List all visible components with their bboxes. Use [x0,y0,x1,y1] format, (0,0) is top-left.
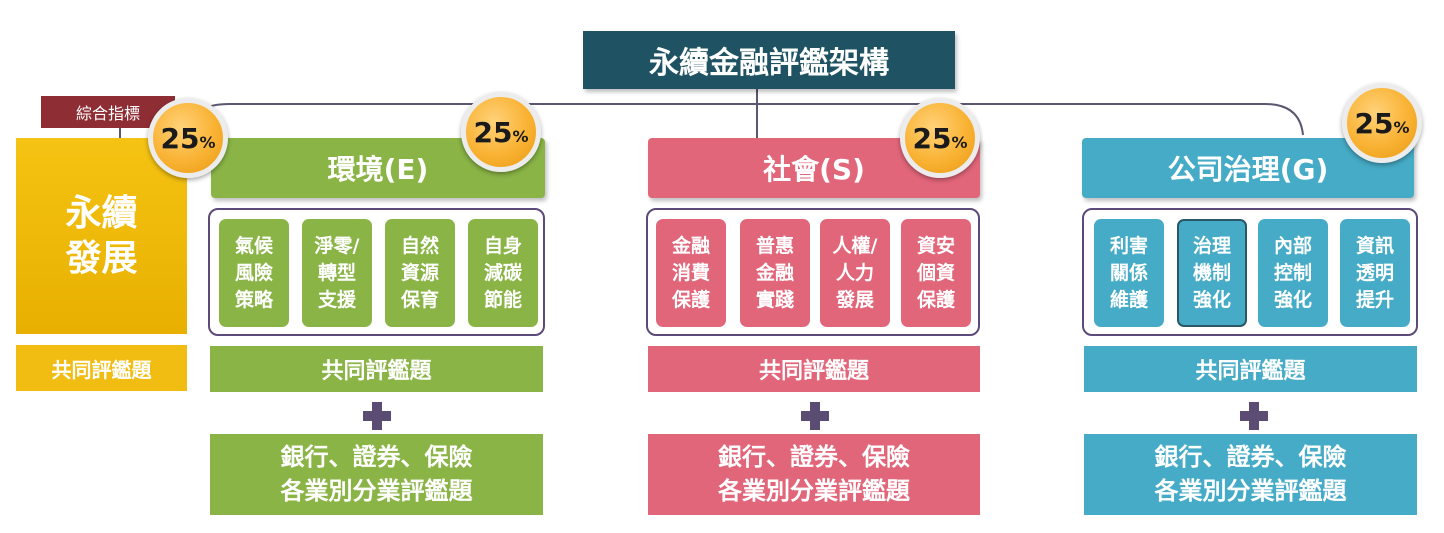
sector-line: 銀行、證券、保險 [718,443,910,472]
topic-line: 轉型 [317,262,356,285]
sector-line: 各業別分業評鑑題 [1154,476,1347,505]
weight-number: 25 [1354,106,1394,140]
topic-line: 強化 [1192,288,1231,311]
environment-common-questions: 共同評鑑題 [210,346,543,392]
topic-line: 機制 [1192,262,1231,285]
topic-line: 金融 [671,235,710,258]
social-plus-icon [801,402,829,430]
social-topic-4: 資安 個資 保護 [901,219,971,327]
sector-line: 銀行、證券、保險 [1154,443,1347,472]
topic-line: 保育 [400,288,439,311]
topic-line: 金融 [755,262,794,285]
topic-line: 內部 [1273,235,1312,258]
topic-line: 人權/ [832,235,878,258]
topic-line: 實踐 [755,288,794,311]
environment-topic-4: 自身 減碳 節能 [468,219,538,327]
topic-line: 支援 [317,288,356,311]
environment-sector-questions: 銀行、證券、保險 各業別分業評鑑題 [210,434,543,515]
topic-line: 氣候 [234,235,273,258]
sector-line: 銀行、證券、保險 [280,443,473,472]
topic-line: 自然 [400,235,439,258]
framework-title: 永續金融評鑑架構 [583,31,955,89]
sustainable-development-line-1: 永續 [65,193,138,234]
governance-topic-4: 資訊 透明 提升 [1340,219,1410,327]
governance-topic-3: 內部 控制 強化 [1258,219,1328,327]
weight-unit: % [951,132,968,152]
governance-sector-questions: 銀行、證券、保險 各業別分業評鑑題 [1084,434,1417,515]
topic-line: 提升 [1355,288,1394,311]
topic-line: 關係 [1109,262,1148,285]
topic-line: 利害 [1109,235,1148,258]
topic-line: 個資 [916,262,955,285]
governance-common-questions: 共同評鑑題 [1084,346,1417,392]
weight-unit: % [199,132,216,152]
topic-line: 風險 [234,262,273,285]
topic-line: 治理 [1192,235,1231,258]
topic-line: 保護 [671,288,710,311]
topic-line: 控制 [1273,262,1312,285]
weight-number: 25 [912,121,952,155]
environment-topic-1: 氣候 風險 策略 [219,219,289,327]
social-topic-2: 普惠 金融 實踐 [740,219,810,327]
topic-line: 維護 [1109,288,1148,311]
governance-topic-1: 利害 關係 維護 [1094,219,1164,327]
social-sector-questions: 銀行、證券、保險 各業別分業評鑑題 [648,434,980,515]
topic-line: 減碳 [483,262,522,285]
topic-line: 資安 [916,235,955,258]
governance-topic-2: 治理 機制 強化 [1177,219,1247,327]
environment-plus-icon [363,402,391,430]
social-topic-3: 人權/ 人力 發展 [820,219,890,327]
sector-line: 各業別分業評鑑題 [718,476,910,505]
topic-line: 人力 [835,262,874,285]
topic-line: 節能 [483,288,522,311]
weight-unit: % [1393,117,1410,137]
weight-unit: % [512,126,529,146]
topic-line: 淨零/ [314,235,360,258]
environment-weight-badge: 25% [461,92,541,172]
topic-line: 資訊 [1355,235,1394,258]
topic-line: 保護 [916,288,955,311]
topic-line: 透明 [1355,262,1394,285]
weight-number: 25 [160,121,200,155]
topic-line: 資源 [400,262,439,285]
governance-weight-badge: 25% [1342,83,1422,163]
topic-line: 發展 [835,288,874,311]
topic-line: 策略 [234,288,273,311]
topic-line: 強化 [1273,288,1312,311]
sustainable-common-questions: 共同評鑑題 [16,345,187,391]
topic-line: 消費 [671,262,710,285]
environment-topic-3: 自然 資源 保育 [385,219,455,327]
topic-line: 自身 [483,235,522,258]
social-weight-badge: 25% [900,98,980,178]
composite-weight-badge: 25% [148,98,228,178]
topic-line: 普惠 [755,235,794,258]
environment-topic-2: 淨零/ 轉型 支援 [302,219,372,327]
weight-number: 25 [473,115,513,149]
social-common-questions: 共同評鑑題 [648,346,980,392]
sustainable-development-line-2: 發展 [65,238,138,279]
sector-line: 各業別分業評鑑題 [280,476,473,505]
sustainable-development-box: 永續 發展 [16,138,187,334]
governance-plus-icon [1240,402,1268,430]
social-topic-1: 金融 消費 保護 [656,219,726,327]
